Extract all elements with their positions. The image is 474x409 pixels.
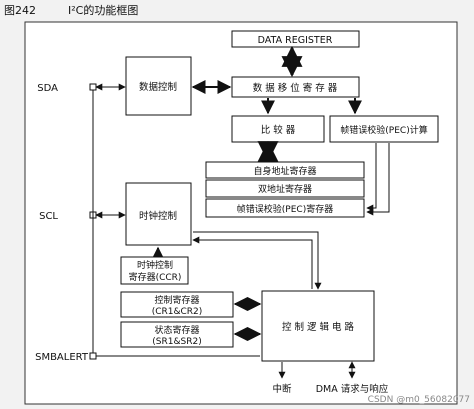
control-register-box bbox=[120, 291, 234, 318]
scl-pin-label: SCL bbox=[39, 211, 58, 222]
own-address-register-box bbox=[205, 161, 365, 179]
comparator-label: 比 较 器 bbox=[261, 124, 296, 136]
pec-calc-label: 帧错误校验(PEC)计算 bbox=[340, 124, 427, 136]
status-register-label-line2: (SR1&SR2) bbox=[152, 337, 201, 347]
interrupt-label: 中断 bbox=[272, 383, 292, 395]
csdn-watermark: CSDN @m0_56082077 bbox=[368, 395, 470, 405]
comparator-box bbox=[231, 115, 325, 143]
control-register-label-line1: 控制寄存器 bbox=[154, 294, 199, 306]
figure-title: I²C的功能框图 bbox=[68, 3, 138, 17]
smbalert-pin-label: SMBALERT bbox=[35, 352, 89, 363]
ccr-label-line2: 寄存器(CCR) bbox=[129, 271, 182, 283]
control-register-label-line2: (CR1&CR2) bbox=[152, 307, 203, 317]
smbalert-pin bbox=[89, 352, 97, 360]
shift-register-label: 数 据 移 位 寄 存 器 bbox=[253, 82, 338, 94]
sda-pin-label: SDA bbox=[37, 83, 58, 94]
status-register-label-line1: 状态寄存器 bbox=[154, 324, 199, 336]
pec-register-box bbox=[205, 198, 365, 218]
data-control-label: 数据控制 bbox=[139, 81, 177, 93]
clock-to-logic-line bbox=[193, 231, 322, 290]
ccr-box bbox=[120, 256, 189, 285]
figure-number: 图242 bbox=[4, 4, 36, 17]
pec-calc-to-register-arrow-2 bbox=[366, 143, 390, 216]
clock-control-label: 时钟控制 bbox=[139, 210, 177, 222]
status-register-box bbox=[120, 321, 234, 348]
pec-calc-box bbox=[329, 115, 439, 143]
ccr-label-line1: 时钟控制 bbox=[137, 259, 173, 271]
sda-pin bbox=[89, 83, 97, 91]
control-logic-box bbox=[261, 290, 375, 362]
dual-address-register-box bbox=[205, 179, 365, 198]
clock-control-box bbox=[125, 182, 192, 246]
shift-register-box bbox=[231, 76, 360, 98]
data-control-box bbox=[125, 56, 192, 116]
dual-address-register-label: 双地址寄存器 bbox=[258, 183, 312, 195]
pec-calc-to-register-arrow bbox=[366, 143, 377, 212]
data-register-label: DATA REGISTER bbox=[258, 35, 333, 46]
pec-register-label: 帧错误校验(PEC)寄存器 bbox=[237, 203, 333, 215]
dma-label: DMA 请求与响应 bbox=[316, 383, 389, 395]
own-address-register-label: 自身地址寄存器 bbox=[253, 165, 316, 177]
control-logic-label: 控 制 逻 辑 电 路 bbox=[282, 321, 355, 333]
logic-to-clock-line bbox=[192, 236, 313, 289]
